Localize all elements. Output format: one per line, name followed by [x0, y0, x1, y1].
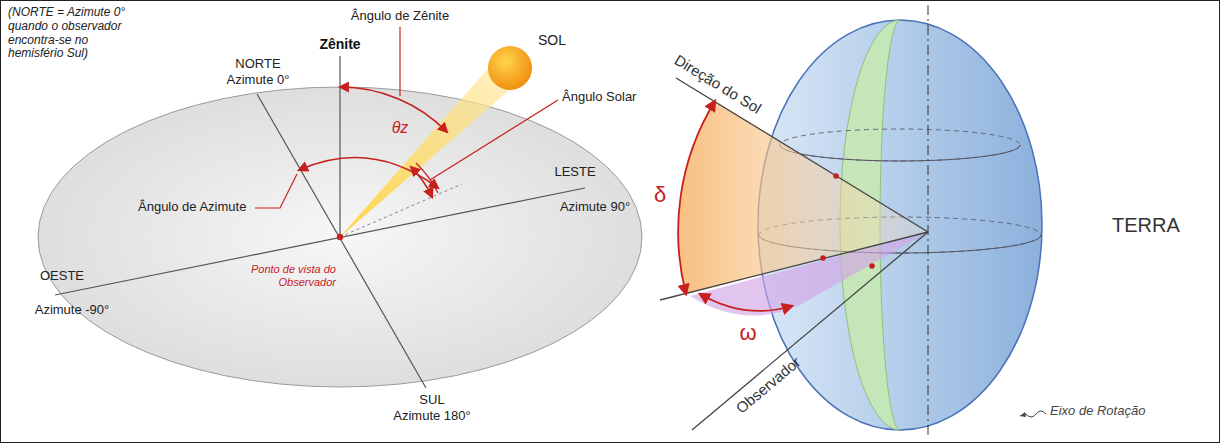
direction-label: SUL [419, 393, 444, 408]
leader-line [255, 174, 297, 208]
hour-angle-arc [700, 294, 792, 311]
sun [488, 46, 532, 90]
note-text: (NORTE = Azimute 0° quando o observador … [8, 6, 126, 61]
west-east-line [55, 188, 585, 295]
observer-point [337, 234, 343, 240]
hour-angle-sector [690, 232, 928, 316]
sun-label: SOL [538, 32, 566, 48]
azimuth-value: Azimute 180° [393, 409, 470, 424]
direction-label: OESTE [40, 269, 84, 284]
latitude-circle-front [780, 145, 1020, 161]
axis-pointer [1020, 411, 1046, 417]
angle-symbol: θz [392, 119, 409, 137]
leader-line [430, 100, 558, 180]
north-south-line [257, 94, 426, 388]
earth-label: TERRA [1112, 214, 1180, 237]
solar-angle-arc-double [416, 163, 438, 193]
declination-sector [678, 101, 928, 294]
intersection-dot [869, 263, 875, 269]
intersection-dot [833, 173, 839, 179]
angle-label: Ângulo de Zênite [351, 9, 449, 24]
zenith-line [339, 56, 340, 237]
angle-label: Ângulo Solar [562, 90, 636, 105]
observer-label: Ponto de vista do Observador [236, 263, 336, 288]
declination-arc [678, 101, 715, 294]
sun-direction-line [676, 78, 928, 232]
azimuth-angle-arc [299, 158, 438, 188]
angle-label: Ângulo de Azimute [138, 200, 246, 215]
leader-line [399, 27, 400, 96]
intersection-dot [820, 255, 826, 261]
observer-label: Observador [732, 353, 803, 417]
direction-label: NORTE [235, 57, 280, 72]
sun-projection-line [340, 184, 462, 237]
zenith-label: Zênite [319, 36, 360, 52]
latitude-circle [780, 129, 1020, 161]
axis-pointer-head [1020, 412, 1026, 417]
rotation-axis [928, 5, 929, 438]
observer-line [692, 232, 928, 430]
azimuth-value: Azimute 0° [226, 73, 289, 88]
direction-label: LESTE [554, 165, 595, 180]
azimuth-value: Azimute -90° [35, 303, 110, 318]
angle-symbol: δ [654, 182, 666, 207]
azimuth-value: Azimute 90° [560, 200, 630, 215]
axis-label: Eixo de Rotação [1050, 404, 1145, 419]
angle-symbol: ω [739, 320, 756, 345]
